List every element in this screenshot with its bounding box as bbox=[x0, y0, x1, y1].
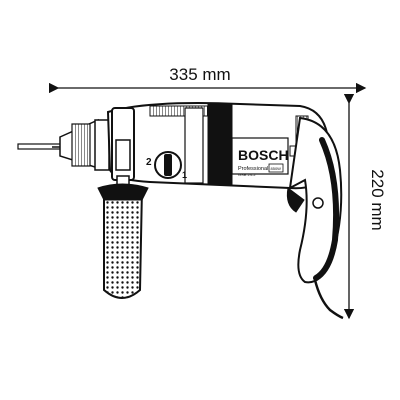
height-dimension-label: 220 mm bbox=[368, 169, 387, 230]
gear-selector: 2 1 bbox=[146, 151, 187, 180]
rating-plate-text: 850W bbox=[271, 166, 282, 171]
lock-button-icon bbox=[312, 197, 324, 209]
power-cord bbox=[313, 279, 344, 320]
product-line-text: Professional bbox=[238, 166, 268, 172]
trigger bbox=[286, 187, 305, 213]
gear-number-2: 2 bbox=[146, 157, 152, 168]
length-dimension: 335 mm bbox=[48, 65, 367, 94]
label-plate bbox=[231, 137, 289, 175]
side-handle bbox=[97, 107, 149, 299]
chuck bbox=[52, 118, 110, 171]
main-handle bbox=[286, 116, 344, 320]
drill-body: BOSCH Professional GSB 24-2 850W bbox=[106, 102, 329, 190]
model-text: GSB 24-2 bbox=[238, 172, 256, 177]
length-dimension-label: 335 mm bbox=[169, 65, 230, 84]
brand-logo-text: BOSCH bbox=[238, 147, 289, 163]
gear-number-1: 1 bbox=[182, 170, 187, 180]
height-dimension: 220 mm bbox=[343, 93, 387, 320]
